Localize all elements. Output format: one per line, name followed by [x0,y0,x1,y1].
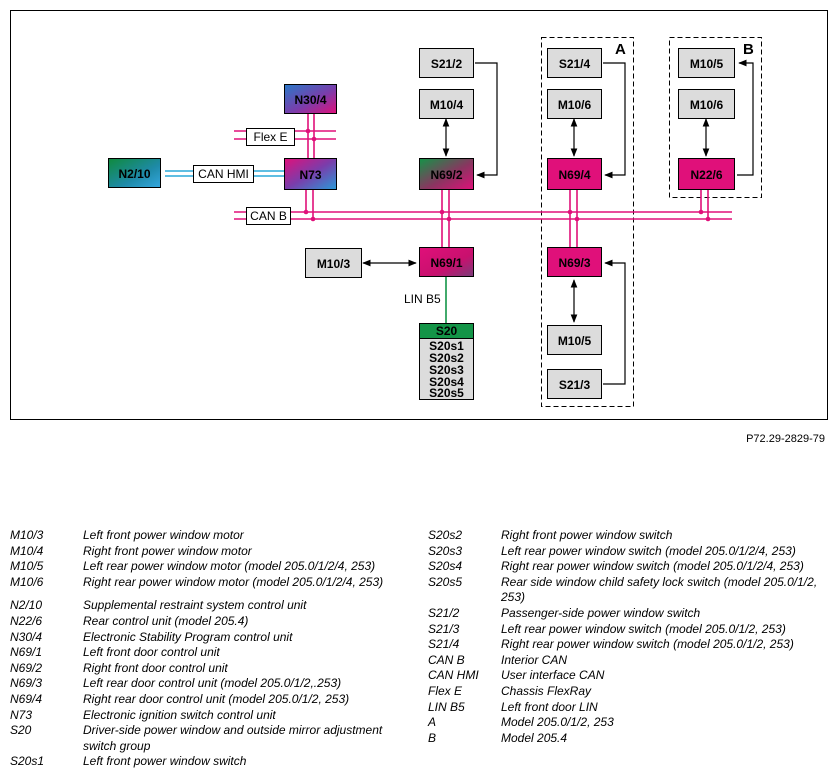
node-m10-6-b: M10/6 [678,89,735,119]
svg-text:S20: S20 [436,324,458,338]
node-n69-4: N69/4 [547,158,602,190]
group-b-frame [669,37,762,198]
svg-text:N30/4: N30/4 [294,93,326,107]
svg-text:N69/2: N69/2 [430,168,462,182]
node-m10-5-b: M10/5 [678,48,735,78]
group-a-frame [541,37,634,407]
svg-text:N22/6: N22/6 [690,168,722,182]
node-m10-5-a: M10/5 [547,325,602,355]
node-n69-2: N69/2 [419,158,474,190]
node-s21-3: S21/3 [547,369,602,399]
node-n22-6: N22/6 [678,158,735,190]
svg-text:S21/4: S21/4 [559,57,591,71]
can-b-tag: CAN B [246,207,291,225]
s20s5-label: S20s5 [429,386,464,400]
node-n69-1: N69/1 [419,247,474,277]
node-n30-4: N30/4 [284,84,337,114]
svg-text:S21/2: S21/2 [431,57,463,71]
node-m10-4: M10/4 [419,89,474,119]
svg-text:M10/6: M10/6 [690,98,724,112]
svg-text:CAN B: CAN B [250,209,287,223]
svg-text:N73: N73 [299,168,321,182]
s20s2-label: S20s2 [429,351,464,365]
svg-text:CAN HMI: CAN HMI [198,167,249,181]
svg-text:S21/3: S21/3 [559,378,591,392]
node-m10-6-a: M10/6 [547,89,602,119]
s20s4-label: S20s4 [429,375,464,389]
node-n2-10: N2/10 [108,158,161,188]
svg-text:N2/10: N2/10 [118,167,150,181]
lin-b5-label: LIN B5 [404,292,441,306]
figure-reference: P72.29-2829-79 [746,433,825,445]
svg-text:M10/4: M10/4 [430,98,464,112]
node-n73: N73 [284,158,337,190]
svg-text:N69/4: N69/4 [558,168,590,182]
svg-text:N69/1: N69/1 [430,256,462,270]
svg-text:M10/5: M10/5 [690,57,724,71]
wiring-diagram: A B [10,10,828,420]
node-s21-4: S21/4 [547,48,602,78]
svg-text:M10/5: M10/5 [558,334,592,348]
svg-text:M10/6: M10/6 [558,98,592,112]
node-s20: S20 S20s1 S20s2 S20s3 S20s4 S20s5 [419,323,474,400]
group-a-label: A [615,41,626,58]
can-b-bus [234,190,732,247]
can-hmi-tag: CAN HMI [193,165,254,183]
diagram-frame [10,10,828,420]
s20s3-label: S20s3 [429,363,464,377]
svg-text:N69/3: N69/3 [558,256,590,270]
flex-e-tag: Flex E [246,128,295,146]
node-m10-3: M10/3 [305,248,362,278]
svg-text:Flex E: Flex E [253,130,287,144]
node-s21-2: S21/2 [419,48,474,78]
group-b-label: B [743,41,754,58]
node-n69-3: N69/3 [547,247,602,277]
svg-text:M10/3: M10/3 [317,257,351,271]
signal-connections [362,59,754,385]
s20s1-label: S20s1 [429,339,464,353]
